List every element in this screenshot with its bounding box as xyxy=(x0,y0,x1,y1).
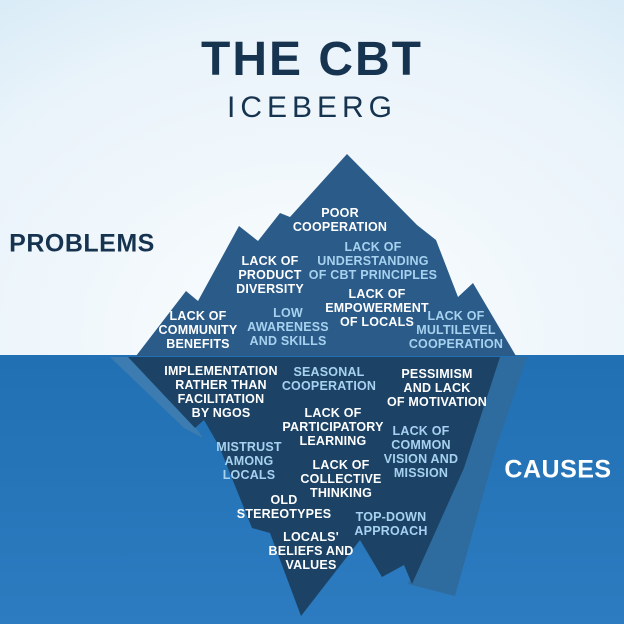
title-main: THE CBT xyxy=(201,33,423,86)
problems-section-label: PROBLEMS xyxy=(9,229,155,258)
label-lack-community-benefits: LACK OF COMMUNITY BENEFITS xyxy=(158,309,238,351)
label-lack-multilevel-coop: LACK OF MULTILEVEL COOPERATION xyxy=(408,309,504,351)
title-sub: ICEBERG xyxy=(226,91,398,124)
label-lack-empowerment-locals: LACK OF EMPOWERMENT OF LOCALS xyxy=(325,287,429,329)
label-seasonal-cooperation: SEASONAL COOPERATION xyxy=(281,365,377,393)
label-poor-cooperation: POOR COOPERATION xyxy=(292,206,388,234)
causes-section-label: CAUSES xyxy=(504,455,612,484)
label-lack-participatory: LACK OF PARTICIPATORY LEARNING xyxy=(282,406,384,448)
label-lack-collective-thinking: LACK OF COLLECTIVE THINKING xyxy=(300,458,382,500)
label-pessimism-motivation: PESSIMISM AND LACK OF MOTIVATION xyxy=(386,367,488,409)
iceberg-underwater-left-facet xyxy=(110,357,203,438)
label-locals-beliefs-values: LOCALS' BELIEFS AND VALUES xyxy=(268,530,354,572)
label-mistrust-among-locals: MISTRUST AMONG LOCALS xyxy=(216,440,282,482)
label-low-awareness-skills: LOW AWARENESS AND SKILLS xyxy=(247,306,329,348)
iceberg-underwater-right-facet xyxy=(408,357,527,596)
label-old-stereotypes: OLD STEREOTYPES xyxy=(236,493,332,521)
page-title: THE CBT ICEBERG xyxy=(0,36,624,123)
label-lack-understanding-cbt: LACK OF UNDERSTANDING OF CBT PRINCIPLES xyxy=(308,240,438,282)
label-lack-product-diversity: LACK OF PRODUCT DIVERSITY xyxy=(236,254,304,296)
label-lack-common-vision: LACK OF COMMON VISION AND MISSION xyxy=(383,424,459,480)
label-implementation-by-ngos: IMPLEMENTATION RATHER THAN FACILITATION … xyxy=(164,364,278,420)
iceberg-underwater-body xyxy=(128,357,500,616)
label-top-down-approach: TOP-DOWN APPROACH xyxy=(354,510,428,538)
iceberg-abovewater-body xyxy=(136,154,516,356)
